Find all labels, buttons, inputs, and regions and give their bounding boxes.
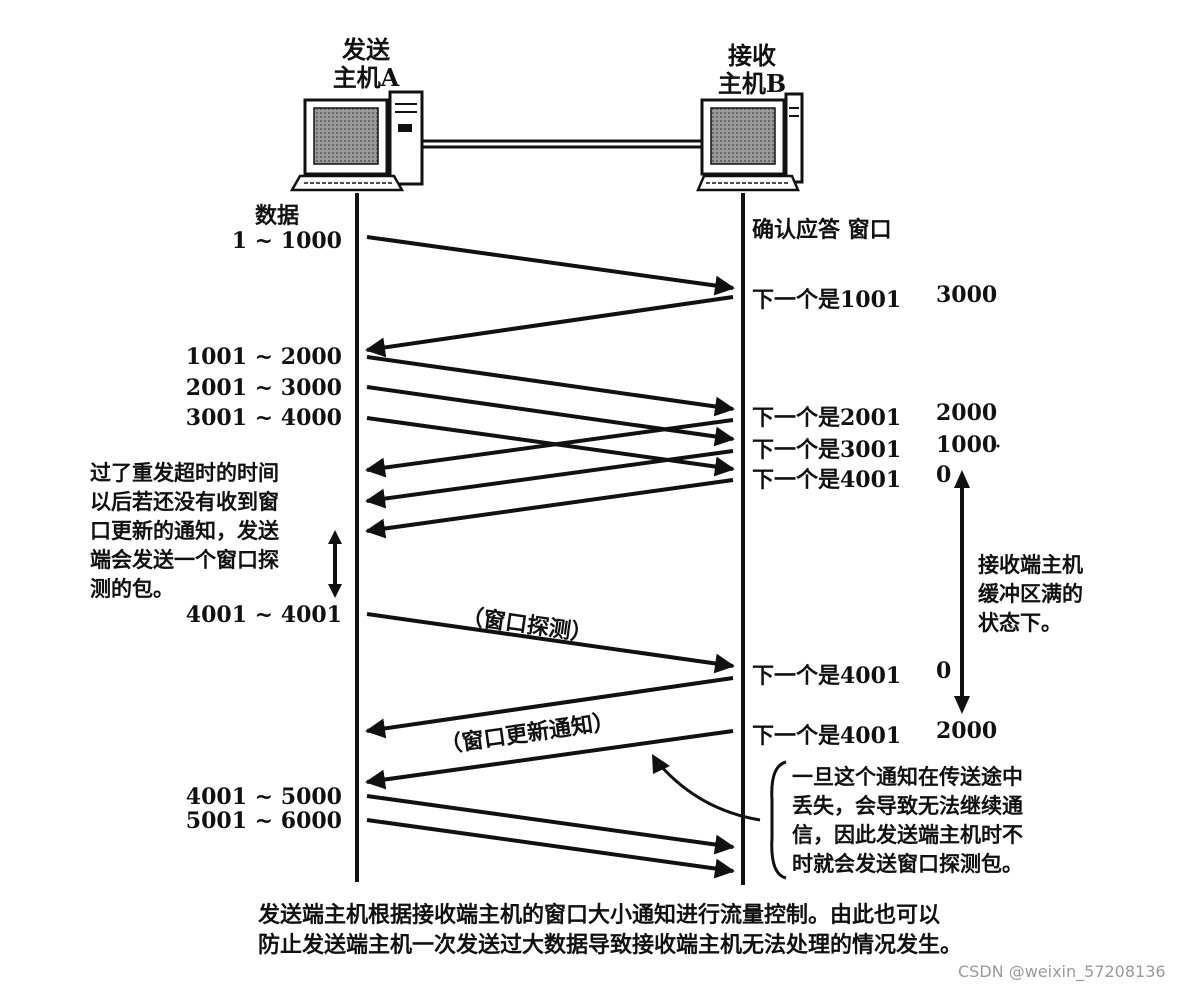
caption-line-1: 发送端主机根据接收端主机的窗口大小通知进行流量控制。由此也可以: [258, 902, 941, 928]
receiver-host-line2: 主机B: [717, 69, 787, 98]
window-label-5: 0: [936, 658, 952, 684]
buffer-full-double-arrow: [954, 470, 970, 714]
data-arrow-3: [366, 385, 735, 447]
left-note-line-3: 口更新的通知，发送: [90, 518, 279, 543]
ack-label-4: 下一个是4001: [752, 467, 902, 493]
speck: [996, 444, 1000, 448]
data-arrow-5: [366, 794, 735, 855]
data-label-6: 5001 ~ 6000: [185, 808, 342, 834]
ack-label-5: 下一个是4001: [752, 663, 902, 689]
buffer-note-line-3: 状态下。: [978, 610, 1062, 635]
loss-note-bracket: [770, 760, 787, 880]
computer-b-icon: [696, 92, 804, 192]
left-note-line-4: 端会发送一个窗口探: [90, 547, 279, 572]
left-note: 过了重发超时的时间 以后若还没有收到窗 口更新的通知，发送 端会发送一个窗口探 …: [90, 458, 330, 603]
window-update-arrow: [365, 729, 734, 790]
ack-arrow-1: [365, 295, 734, 358]
data-label-probe: 4001 ~ 4001: [185, 602, 342, 628]
ack-label-3: 下一个是3001: [752, 437, 902, 463]
buffer-full-note: 接收端主机 缓冲区满的 状态下。: [978, 550, 1118, 637]
window-label-4: 0: [936, 462, 952, 488]
ack-arrow-3: [365, 449, 734, 509]
loss-note-line-4: 时就会发送窗口探测包。: [792, 851, 1023, 876]
buffer-note-line-2: 缓冲区满的: [978, 581, 1083, 606]
buffer-note-line-1: 接收端主机: [978, 552, 1083, 577]
probe-arrow: [366, 612, 735, 674]
data-label-2: 1001 ~ 2000: [185, 344, 342, 370]
ack-window-header: 确认应答 窗口: [752, 217, 892, 243]
left-note-line-5: 测的包。: [90, 576, 174, 601]
data-label-3: 2001 ~ 3000: [185, 375, 342, 401]
data-label-5: 4001 ~ 5000: [185, 784, 342, 810]
network-cable: [422, 139, 702, 149]
loss-note-line-2: 丢失，会导致无法继续通: [792, 793, 1023, 818]
window-label-3: 1000: [936, 432, 998, 458]
ack-arrows: [365, 295, 734, 790]
receiver-host-line1: 接收: [728, 41, 776, 70]
ack-arrow-5: [365, 676, 734, 739]
ack-arrow-4: [365, 478, 734, 539]
data-arrow-1: [366, 235, 735, 296]
ack-label-6: 下一个是4001: [752, 723, 902, 749]
ack-label-2: 下一个是2001: [752, 405, 902, 431]
loss-note-line-3: 信，因此发送端主机时不: [792, 822, 1023, 847]
data-arrow-6: [366, 818, 735, 879]
loss-note-line-1: 一旦这个通知在传送途中: [792, 764, 1023, 789]
sender-host-line1: 发送: [342, 35, 390, 64]
receiver-host-label: 接收 主机B: [712, 42, 792, 98]
caption-line-2: 防止发送端主机一次发送过大数据导致接收端主机无法处理的情况发生。: [258, 932, 963, 958]
sender-host-label: 发送 主机A: [330, 36, 402, 92]
csdn-watermark: CSDN @weixin_57208136: [958, 962, 1166, 981]
data-label-4: 3001 ~ 4000: [185, 405, 342, 431]
loss-pointer-arrow: [652, 754, 761, 822]
figure-caption: 发送端主机根据接收端主机的窗口大小通知进行流量控制。由此也可以 防止发送端主机一…: [258, 900, 1118, 960]
window-label-2: 2000: [936, 400, 998, 426]
computer-a-icon: [289, 90, 424, 192]
left-note-line-2: 以后若还没有收到窗: [90, 489, 279, 514]
data-arrow-2: [366, 355, 735, 417]
loss-note: 一旦这个通知在传送途中 丢失，会导致无法继续通 信，因此发送端主机时不 时就会发…: [792, 762, 1092, 878]
left-note-line-1: 过了重发超时的时间: [90, 460, 279, 485]
sender-host-line2: 主机A: [332, 63, 400, 92]
data-header: 数据: [255, 203, 300, 229]
ack-label-1: 下一个是1001: [752, 287, 902, 313]
window-label-1: 3000: [936, 282, 998, 308]
data-label-1: 1 ~ 1000: [231, 228, 342, 254]
window-label-6: 2000: [936, 718, 998, 744]
ack-arrow-2: [365, 418, 734, 478]
left-double-arrow: [328, 530, 342, 598]
